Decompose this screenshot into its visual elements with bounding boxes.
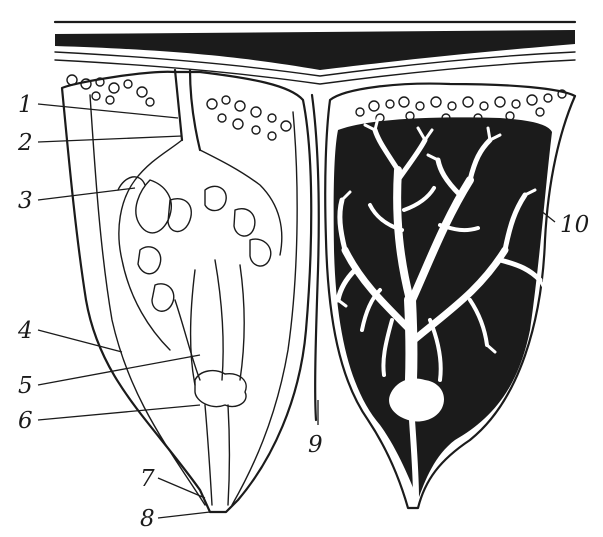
callout-9: 9 (308, 432, 323, 458)
callout-4: 4 (17, 318, 33, 344)
left-base-cluster (195, 371, 246, 407)
excretory-duct (175, 70, 200, 150)
callout-8: 8 (140, 506, 155, 532)
callout-3: 3 (18, 188, 33, 214)
right-gland-sac (325, 84, 575, 508)
left-gland-sac (62, 70, 311, 512)
callout-2: 2 (17, 130, 33, 156)
interlobular-septum (312, 95, 319, 420)
callout-5: 5 (18, 373, 33, 399)
callout-10: 10 (560, 212, 589, 238)
callout-6: 6 (18, 408, 33, 434)
left-glandular-tree (118, 140, 282, 385)
right-fat-cells (356, 90, 566, 122)
callout-1: 1 (18, 92, 33, 118)
dark-epidermis-band (55, 30, 575, 70)
callout-7: 7 (140, 466, 155, 492)
